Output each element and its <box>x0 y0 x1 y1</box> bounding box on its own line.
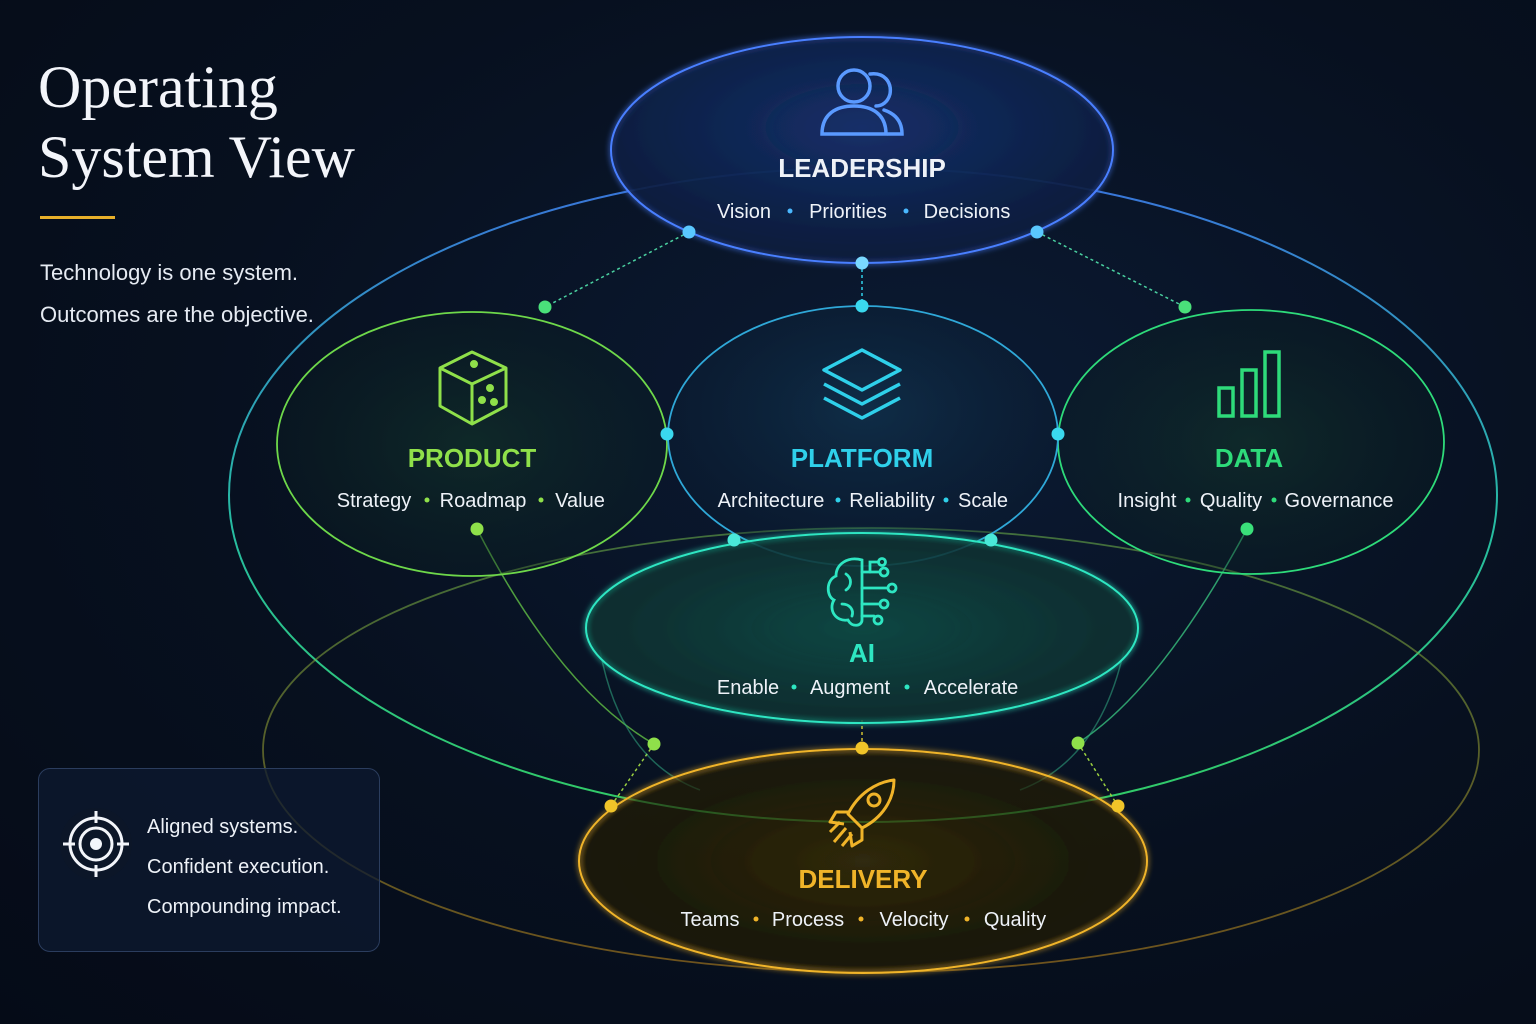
platform-title: PLATFORM <box>791 443 934 473</box>
junction-dots <box>470 225 1254 813</box>
cube-icon <box>438 350 508 426</box>
ai-item: Augment <box>810 677 890 699</box>
junction-dot <box>1071 736 1085 750</box>
junction-dot <box>1051 427 1065 441</box>
junction-dot <box>1178 300 1192 314</box>
junction-dot <box>682 225 696 239</box>
delivery-ellipse <box>578 748 1148 974</box>
data-ellipse <box>1057 309 1445 575</box>
platform-item: Reliability <box>849 490 935 512</box>
tagline-line-1: Technology is one system. <box>40 260 299 285</box>
delivery-item: Process <box>772 909 844 931</box>
tagline: Technology is one system. Outcomes are t… <box>40 252 314 336</box>
platform-separator <box>835 497 841 503</box>
connector-right-delivery <box>1077 742 1119 807</box>
junction-dot <box>1111 799 1125 813</box>
junction-dot <box>855 256 869 270</box>
product-item: Strategy <box>337 490 411 512</box>
product-ellipse <box>276 311 668 577</box>
junction-dot <box>1030 225 1044 239</box>
product-item: Value <box>555 490 605 512</box>
data-separator <box>1271 497 1277 503</box>
page-title-line-2: System View <box>38 124 355 190</box>
tagline-line-2: Outcomes are the objective. <box>40 302 314 327</box>
junction-dot <box>855 299 869 313</box>
data-item: Insight <box>1118 490 1177 512</box>
node-leadership[interactable]: LEADERSHIP Vision Priorities Decisions <box>610 36 1114 264</box>
data-separator <box>1185 497 1191 503</box>
node-delivery[interactable]: DELIVERY Teams Process Velocity Quality <box>578 748 1148 974</box>
platform-items: Architecture Reliability Scale <box>718 490 1008 512</box>
ai-separator <box>904 684 910 690</box>
leadership-item: Priorities <box>809 201 887 223</box>
leadership-separator <box>903 208 909 214</box>
people-icon <box>820 68 904 136</box>
delivery-separator <box>858 916 864 922</box>
connector-left-delivery <box>610 743 655 807</box>
page-title: Operating System View <box>38 52 355 192</box>
data-item: Quality <box>1200 490 1262 512</box>
delivery-items: Teams Process Velocity Quality <box>681 909 1047 931</box>
layers-icon <box>822 348 902 420</box>
junction-dot <box>984 533 998 547</box>
data-item: Governance <box>1285 490 1394 512</box>
bar-chart-icon <box>1217 350 1281 418</box>
platform-item: Scale <box>958 490 1008 512</box>
node-data[interactable]: DATA Insight Quality Governance <box>1057 309 1445 575</box>
delivery-separator <box>753 916 759 922</box>
leadership-item: Decisions <box>924 201 1011 223</box>
ai-title: AI <box>849 638 875 668</box>
product-items: Strategy Roadmap Value <box>337 490 605 512</box>
ai-items: Enable Augment Accelerate <box>717 677 1018 699</box>
platform-item: Architecture <box>718 490 825 512</box>
connector-leadership-product <box>544 231 690 308</box>
brain-circuit-icon <box>826 557 898 627</box>
leadership-separator <box>787 208 793 214</box>
product-item: Roadmap <box>440 490 527 512</box>
node-platform[interactable]: PLATFORM Architecture Reliability Scale <box>667 305 1059 567</box>
junction-dot <box>660 427 674 441</box>
junction-dot <box>647 737 661 751</box>
node-ai[interactable]: AI Enable Augment Accelerate <box>585 532 1139 724</box>
title-underline <box>40 216 115 219</box>
data-items: Insight Quality Governance <box>1118 490 1394 512</box>
leadership-item: Vision <box>717 201 771 223</box>
connector-leadership-data <box>1036 231 1186 308</box>
delivery-item: Teams <box>681 909 740 931</box>
junction-dot <box>604 799 618 813</box>
target-icon <box>60 808 132 880</box>
platform-ellipse <box>667 305 1059 567</box>
junction-dot <box>855 741 869 755</box>
rocket-icon <box>828 778 896 848</box>
callout-text: Aligned systems. Confident execution. Co… <box>147 807 342 927</box>
ai-item: Accelerate <box>924 677 1019 699</box>
delivery-item: Velocity <box>880 909 949 931</box>
product-separator <box>424 497 430 503</box>
node-product[interactable]: PRODUCT Strategy Roadmap Value <box>276 311 668 577</box>
junction-dot <box>1240 522 1254 536</box>
ai-ellipse <box>585 532 1139 724</box>
page-title-line-1: Operating <box>38 54 278 120</box>
leadership-items: Vision Priorities Decisions <box>717 201 1010 223</box>
delivery-title: DELIVERY <box>798 864 927 894</box>
delivery-separator <box>964 916 970 922</box>
ai-item: Enable <box>717 677 779 699</box>
product-title: PRODUCT <box>408 443 537 473</box>
junction-dot <box>727 533 741 547</box>
platform-separator <box>943 497 949 503</box>
data-title: DATA <box>1215 443 1284 473</box>
product-separator <box>538 497 544 503</box>
junction-dot <box>538 300 552 314</box>
callout-line: Confident execution. <box>147 856 330 878</box>
leadership-title: LEADERSHIP <box>778 153 946 183</box>
delivery-item: Quality <box>984 909 1046 931</box>
summary-callout: Aligned systems. Confident execution. Co… <box>38 768 380 952</box>
junction-dot <box>470 522 484 536</box>
connectors <box>544 231 1186 807</box>
ai-separator <box>791 684 797 690</box>
callout-line: Compounding impact. <box>147 896 342 918</box>
callout-line: Aligned systems. <box>147 816 299 838</box>
